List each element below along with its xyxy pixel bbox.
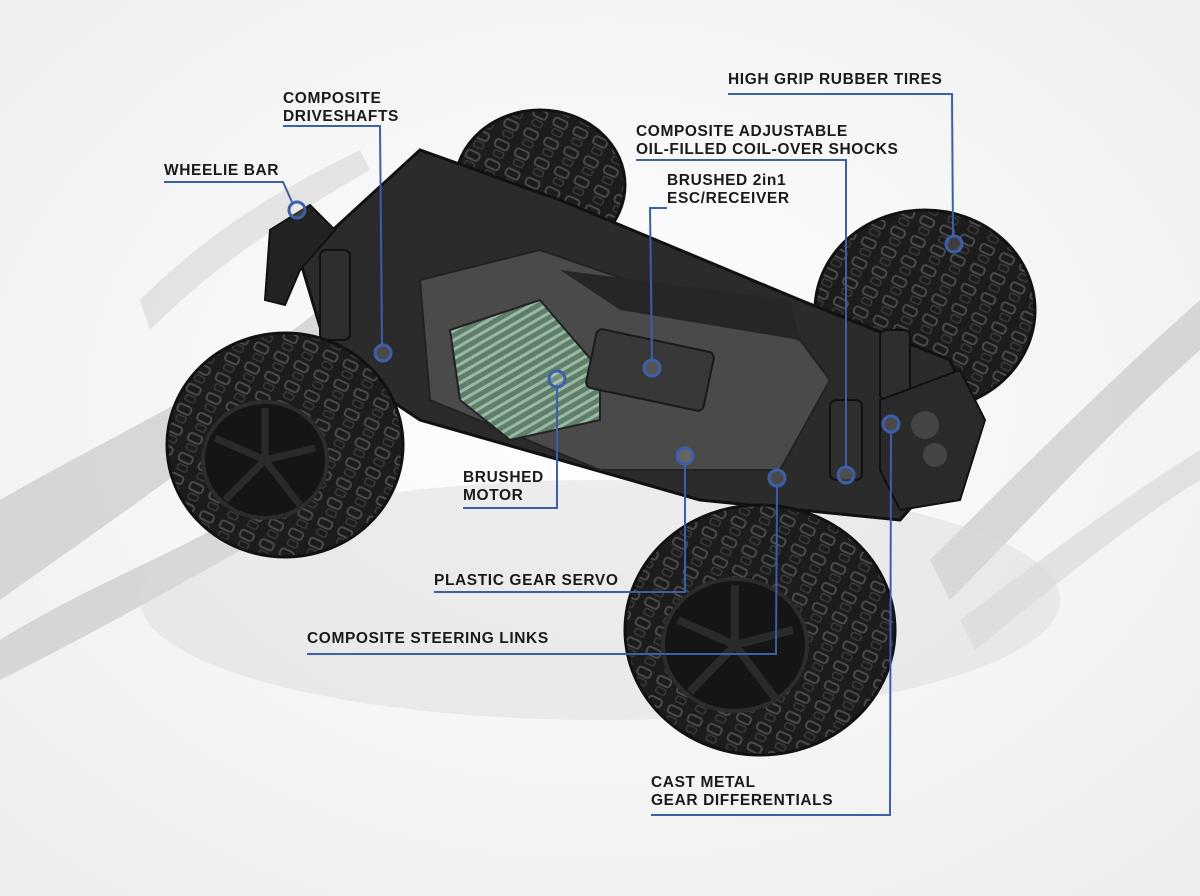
motor xyxy=(448,298,601,442)
label-composite-driveshafts: COMPOSITE DRIVESHAFTS xyxy=(283,90,399,126)
label-servo: PLASTIC GEAR SERVO xyxy=(434,572,619,590)
leader-steering xyxy=(307,486,778,655)
leader-driveshafts xyxy=(283,125,383,345)
label-line: COMPOSITE xyxy=(283,90,382,107)
label-steering-links: COMPOSITE STEERING LINKS xyxy=(307,630,549,648)
front-bumper xyxy=(879,368,987,512)
front-left-tire xyxy=(623,503,897,757)
wheelie-bar xyxy=(263,203,337,307)
label-high-grip-tires: HIGH GRIP RUBBER TIRES xyxy=(728,71,942,89)
marker-tires xyxy=(944,234,964,254)
label-line: MOTOR xyxy=(463,487,524,504)
leader-esc xyxy=(648,207,667,361)
label-line: WHEELIE BAR xyxy=(164,162,280,179)
label-line: COMPOSITE STEERING LINKS xyxy=(307,630,549,647)
marker-differentials xyxy=(881,414,901,434)
label-shocks: COMPOSITE ADJUSTABLE OIL-FILLED COIL-OVE… xyxy=(636,123,898,159)
marker-motor xyxy=(547,369,567,389)
label-wheelie-bar: WHEELIE BAR xyxy=(164,162,279,180)
label-line: BRUSHED 2in1 xyxy=(667,172,787,189)
leader-tires xyxy=(728,93,954,236)
marker-esc xyxy=(642,358,662,378)
leader-servo xyxy=(434,465,686,593)
label-line: GEAR DIFFERENTIALS xyxy=(651,792,834,809)
marker-wheelie-bar xyxy=(287,200,307,220)
marker-servo xyxy=(675,446,695,466)
marker-shocks xyxy=(836,465,856,485)
label-line: BRUSHED xyxy=(463,469,544,486)
label-line: PLASTIC GEAR SERVO xyxy=(434,572,619,589)
label-line: CAST METAL xyxy=(651,774,756,791)
marker-driveshafts xyxy=(373,343,393,363)
label-line: COMPOSITE ADJUSTABLE xyxy=(636,123,848,140)
label-line: DRIVESHAFTS xyxy=(283,108,399,125)
label-differentials: CAST METAL GEAR DIFFERENTIALS xyxy=(651,774,833,810)
leader-motor xyxy=(463,388,558,509)
leader-wheelie-bar xyxy=(164,181,293,203)
leader-differentials xyxy=(651,432,892,816)
label-esc-receiver: BRUSHED 2in1 ESC/RECEIVER xyxy=(667,172,790,208)
leader-shocks xyxy=(636,159,847,466)
label-brushed-motor: BRUSHED MOTOR xyxy=(463,469,544,505)
label-line: OIL-FILLED COIL-OVER SHOCKS xyxy=(636,141,899,158)
esc-block xyxy=(585,328,715,412)
marker-steering xyxy=(767,468,787,488)
rear-left-tire xyxy=(165,331,405,559)
label-line: HIGH GRIP RUBBER TIRES xyxy=(728,71,943,88)
label-line: ESC/RECEIVER xyxy=(667,190,790,207)
